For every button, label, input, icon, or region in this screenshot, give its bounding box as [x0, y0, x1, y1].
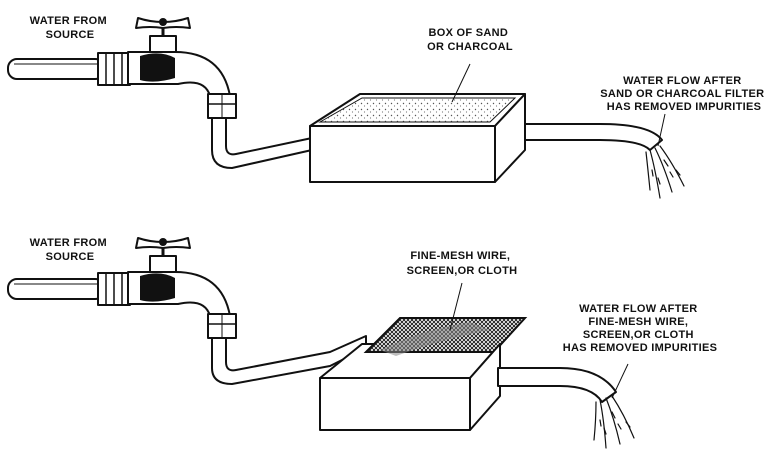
leader-outflow — [611, 363, 629, 399]
hose-in — [211, 117, 313, 169]
water-spray — [645, 145, 685, 199]
filter-label: FINE-MESH WIRE, SCREEN,OR CLOTH — [407, 250, 518, 277]
hose-in — [211, 335, 367, 385]
supply-pipe — [7, 52, 131, 86]
source-label: WATER FROM SOURCE — [30, 237, 111, 263]
leader-filter — [451, 63, 471, 103]
source-label: WATER FROM SOURCE — [30, 15, 111, 41]
faucet — [127, 17, 237, 119]
sand-box — [309, 93, 526, 183]
water-spray — [593, 395, 635, 449]
hose-out — [524, 123, 663, 151]
filter-label: BOX OF SAND OR CHARCOAL — [427, 27, 513, 53]
panel-sand-filter: WATER FROM SOURCE BOX OF SAND OR CHARCOA… — [7, 15, 768, 199]
outflow-label: WATER FLOW AFTER SAND OR CHARCOAL FILTER… — [600, 75, 768, 113]
faucet — [127, 237, 237, 339]
hose-out — [497, 367, 617, 403]
outflow-label: WATER FLOW AFTER FINE-MESH WIRE, SCREEN,… — [563, 303, 718, 354]
leader-filter — [449, 282, 463, 331]
leader-outflow — [657, 113, 666, 147]
mesh-box — [319, 317, 528, 431]
panel-mesh-filter: WATER FROM SOURCE FINE-MESH WIRE, SCREEN… — [7, 237, 718, 449]
supply-pipe — [7, 272, 131, 306]
